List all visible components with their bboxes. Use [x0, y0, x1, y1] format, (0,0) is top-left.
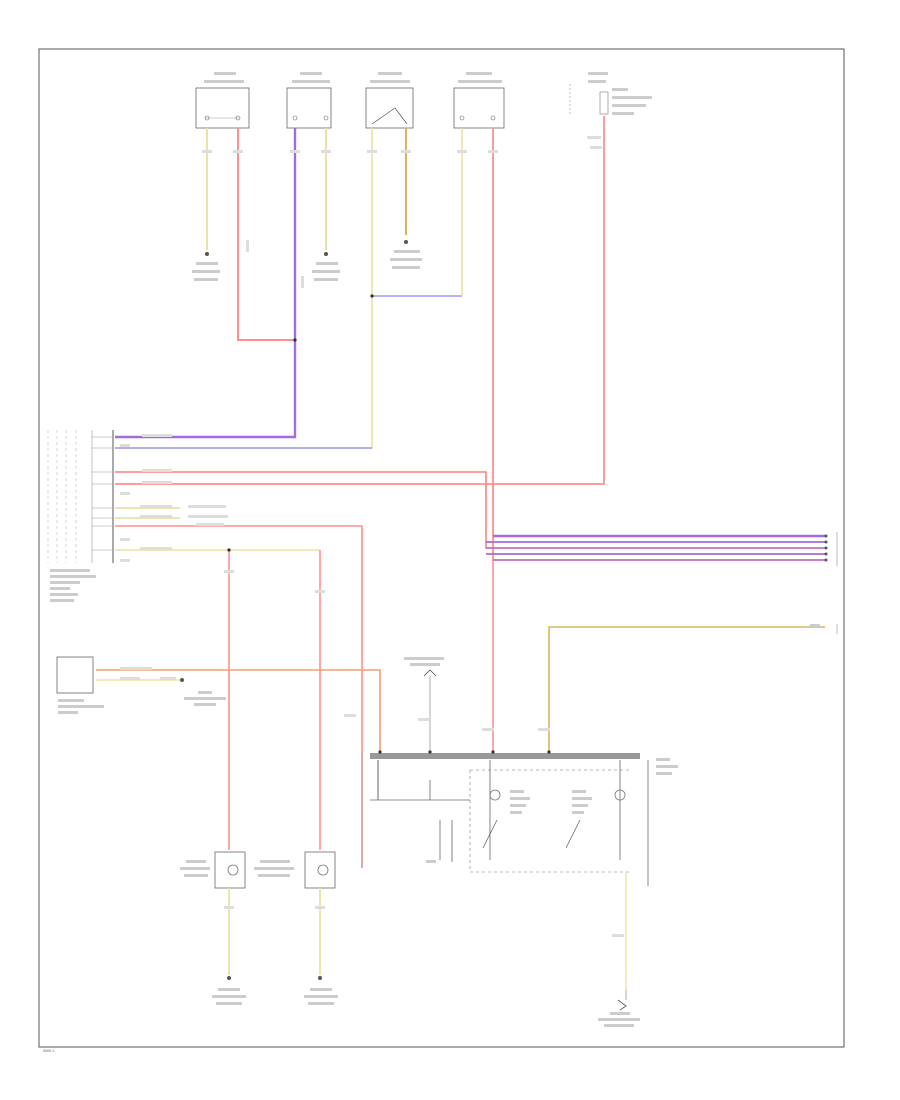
right-front-footwell-lamp	[254, 851, 336, 889]
battery-connector	[404, 657, 444, 677]
lock-module-box	[56, 656, 104, 714]
interior-light-control-unit	[370, 753, 678, 886]
right-rear-door-sensor	[195, 72, 250, 129]
ground-rr	[192, 252, 220, 281]
wire-violet-lr-sensor	[115, 128, 297, 439]
luggage-compartment-lamp	[453, 72, 505, 129]
junction-dots	[227, 294, 551, 754]
ground-lr	[312, 252, 340, 281]
luggage-compartment-switch	[365, 72, 414, 129]
wire-red-fuse	[115, 116, 605, 485]
wire-gold-right-edge	[548, 626, 825, 752]
ground-right	[598, 999, 640, 1027]
control-module	[47, 430, 114, 602]
wire-tag-markers	[202, 150, 624, 937]
wire-orange-lock-module	[96, 669, 381, 752]
left-front-footwell-lamp	[180, 851, 246, 889]
ground-lock-module	[180, 678, 226, 706]
ground-lf	[212, 976, 246, 1005]
module-wire-tags	[120, 434, 228, 680]
wire-red-rr-sensor	[237, 128, 295, 341]
fuse-box-reference	[569, 72, 652, 149]
right-edge-connectors	[810, 532, 838, 634]
wire-red-module-cu	[115, 525, 363, 868]
ground-luggage	[390, 240, 422, 269]
wire-red-lamp	[492, 128, 825, 561]
ground-rf	[304, 976, 338, 1005]
page-ref-label: 0000 1	[43, 1049, 54, 1053]
wire-yellow-luggage-switch	[115, 128, 373, 449]
diagram-frame	[38, 48, 845, 1048]
left-rear-door-sensor	[286, 72, 332, 129]
